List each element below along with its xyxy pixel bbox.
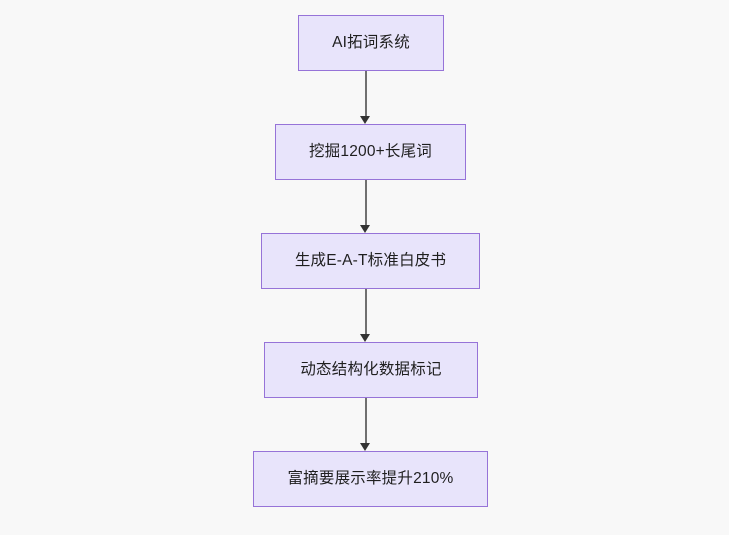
connector-line	[365, 398, 367, 444]
arrow-head-icon	[360, 334, 370, 342]
flow-node-5-label: 富摘要展示率提升210%	[287, 470, 454, 488]
flow-node-2-label: 挖掘1200+长尾词	[308, 143, 433, 161]
arrow-head-icon	[360, 443, 370, 451]
flow-node-1-label: AI拓词系统	[332, 34, 410, 52]
flow-node-2[interactable]: 挖掘1200+长尾词	[275, 124, 466, 180]
flow-connector-1-2	[360, 71, 372, 124]
flow-node-4[interactable]: 动态结构化数据标记	[264, 342, 478, 398]
connector-line	[365, 71, 367, 117]
connector-line	[365, 289, 367, 335]
flow-connector-2-3	[360, 180, 372, 233]
arrow-head-icon	[360, 116, 370, 124]
flow-connector-4-5	[360, 398, 372, 451]
flow-node-4-label: 动态结构化数据标记	[300, 361, 442, 379]
arrow-head-icon	[360, 225, 370, 233]
flow-node-1[interactable]: AI拓词系统	[298, 15, 444, 71]
flow-node-5[interactable]: 富摘要展示率提升210%	[253, 451, 488, 507]
flow-connector-3-4	[360, 289, 372, 342]
connector-line	[365, 180, 367, 226]
flow-node-3-label: 生成E-A-T标准白皮书	[294, 252, 447, 270]
flow-node-3[interactable]: 生成E-A-T标准白皮书	[261, 233, 480, 289]
